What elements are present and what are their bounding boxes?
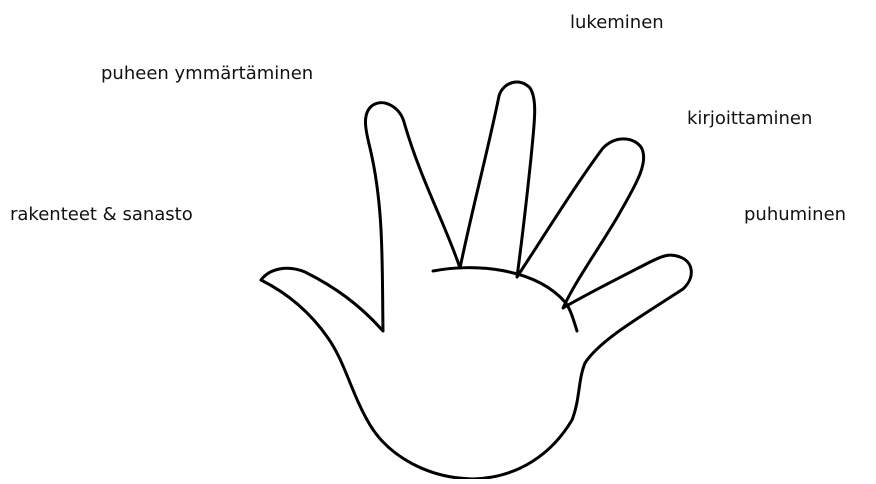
label-reading: lukeminen xyxy=(570,12,664,34)
label-speaking: puhuminen xyxy=(744,204,846,226)
hand-outline xyxy=(261,82,691,479)
label-writing: kirjoittaminen xyxy=(687,108,812,130)
palm-crease xyxy=(433,268,577,331)
label-structures-vocabulary: rakenteet & sanasto xyxy=(10,204,193,226)
label-listening-comprehension: puheen ymmärtäminen xyxy=(101,63,313,85)
